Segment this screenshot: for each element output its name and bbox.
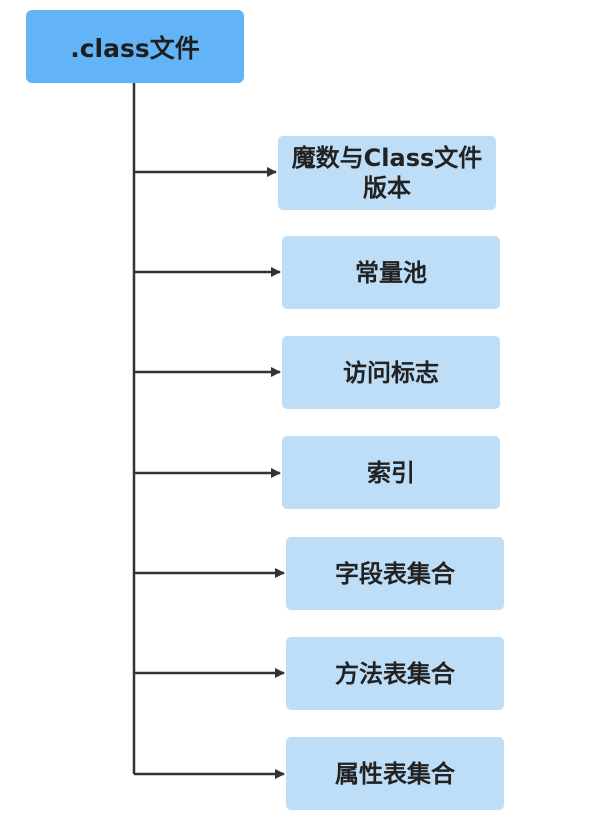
root-node-class-file[interactable]: .class文件 [26,10,244,83]
node-label: 访问标志 [343,358,439,387]
node-method-table[interactable]: 方法表集合 [286,637,504,710]
node-magic-and-version[interactable]: 魔数与Class文件版本 [278,136,496,210]
node-label: 魔数与Class文件版本 [291,144,483,202]
node-access-flags[interactable]: 访问标志 [282,336,500,409]
node-field-table[interactable]: 字段表集合 [286,537,504,610]
node-index[interactable]: 索引 [282,436,500,509]
node-label: 字段表集合 [335,559,455,588]
node-label: 属性表集合 [335,759,455,788]
node-attribute-table[interactable]: 属性表集合 [286,737,504,810]
node-label: 方法表集合 [335,659,455,688]
node-label: 常量池 [355,258,427,287]
root-node-label: .class文件 [70,33,200,63]
node-constant-pool[interactable]: 常量池 [282,236,500,309]
node-label: 索引 [367,458,415,487]
